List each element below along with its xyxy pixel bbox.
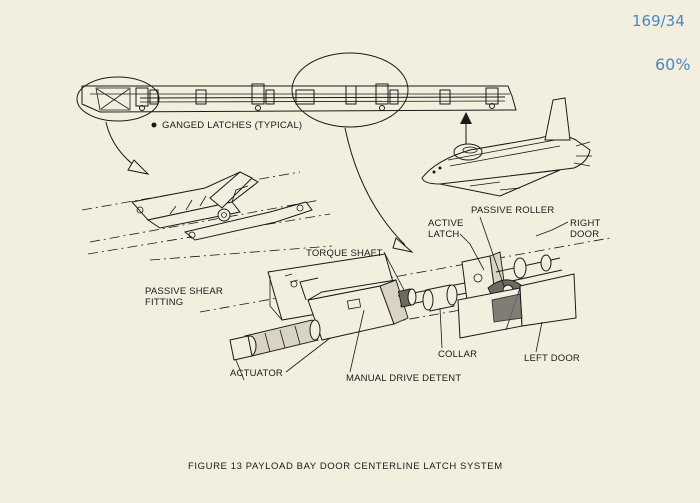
latch-assembly <box>199 237 611 381</box>
space-shuttle-illustration <box>421 97 592 197</box>
ganged-latches-label: GANGED LATCHES (TYPICAL) <box>162 120 302 131</box>
right-door-label-line1: RIGHT <box>570 218 601 229</box>
right-door-label-line2: DOOR <box>570 229 599 240</box>
manual-drive-detent-leader <box>349 309 365 373</box>
center-highlight-ellipse <box>291 52 409 128</box>
right-door-leader <box>535 221 569 237</box>
active-latch-leader <box>459 233 485 271</box>
active-latch-label-line1: ACTIVE <box>428 218 464 229</box>
percent-annotation: 60% <box>655 55 691 74</box>
manual-drive-detent-label: MANUAL DRIVE DETENT <box>346 373 461 384</box>
left-door-label: LEFT DOOR <box>524 353 580 364</box>
ganged-latch-rail <box>81 83 517 113</box>
torque-shaft-label: TORQUE SHAFT <box>306 248 383 259</box>
passive-roller-leader <box>479 216 505 287</box>
bullet-dot <box>151 122 157 128</box>
page-number-annotation: 169/34 <box>632 12 685 30</box>
left-highlight-ellipse <box>76 76 160 122</box>
actuator-label: ACTUATOR <box>230 368 283 379</box>
collar-leader <box>439 307 443 349</box>
passive-shear-label-line1: PASSIVE SHEAR <box>145 286 223 297</box>
torque-shaft-leader <box>383 251 405 291</box>
active-latch-label-line2: LATCH <box>428 229 459 240</box>
actuator-leader <box>285 337 331 373</box>
figure-caption: FIGURE 13 PAYLOAD BAY DOOR CENTERLINE LA… <box>188 461 503 472</box>
passive-shear-label-line2: FITTING <box>145 297 183 308</box>
center-callout-arrow <box>344 127 406 246</box>
left-door-leader <box>535 321 543 353</box>
collar-label: COLLAR <box>438 349 477 360</box>
passive-roller-label: PASSIVE ROLLER <box>471 205 554 216</box>
passive-shear-fitting <box>81 171 333 261</box>
